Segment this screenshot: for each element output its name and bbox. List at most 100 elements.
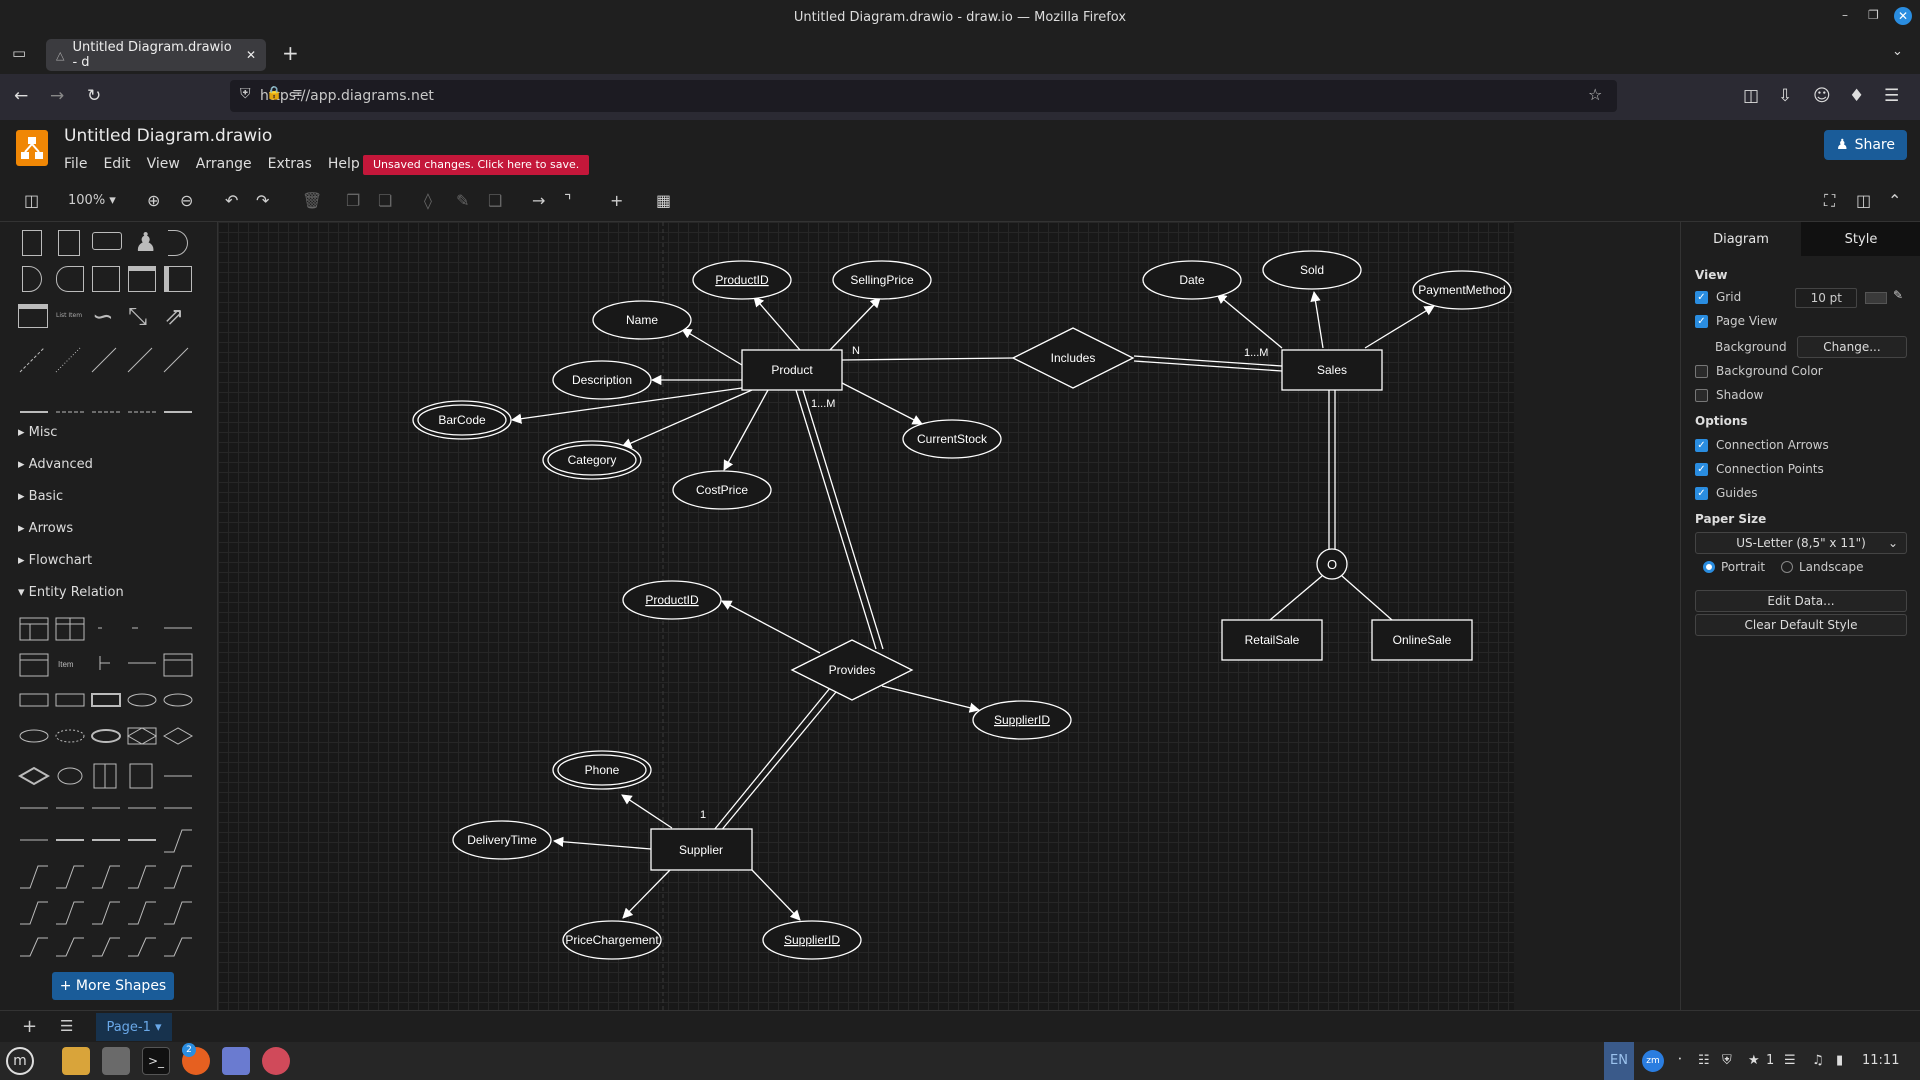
collapse-icon[interactable]: ⌃ [1888,191,1902,210]
terminal-icon[interactable]: >_ [142,1047,170,1075]
edge-supplier-phone[interactable] [621,794,673,829]
attr-date[interactable] [1142,260,1242,300]
attr-sellingprice[interactable] [832,260,932,300]
relationship-includes[interactable] [1011,327,1135,389]
hamburger-menu-icon[interactable]: ☰ [1884,86,1900,106]
shape-list[interactable] [18,304,48,328]
browser-tab[interactable]: △ Untitled Diagram.drawio - d ✕ [46,39,266,71]
edge-product-provides-b[interactable] [802,389,884,650]
downloads-icon[interactable]: ⇩ [1778,86,1793,106]
connection-arrows-checkbox[interactable]: ✓Connection Arrows [1695,438,1829,452]
grid-checkbox[interactable]: ✓Grid [1695,290,1741,304]
format-panel-icon[interactable]: ◫ [24,191,40,210]
zoom-select[interactable]: 100% ▾ [68,193,116,208]
section-advanced[interactable]: ▸ Advanced [18,457,93,472]
to-back-icon[interactable]: ❏ [378,191,393,210]
shape-swimlane[interactable] [164,266,192,292]
edge-product-category[interactable] [621,389,753,449]
attr-barcode[interactable] [412,400,512,440]
shape-page[interactable] [22,230,42,256]
attr-provides-productid[interactable] [622,580,722,620]
entity-supplier[interactable] [650,828,753,871]
edge-product-currentstock[interactable] [841,382,923,425]
close-tab-icon[interactable]: ✕ [245,48,256,62]
pencil-icon[interactable]: ✎ [1893,288,1904,302]
edge-supplier-supplierid[interactable] [751,869,801,921]
attr-pricechargement[interactable] [562,920,662,960]
menu-extras[interactable]: Extras [267,156,312,172]
entity-onlinesale[interactable] [1371,619,1473,661]
grid-size-input[interactable]: 10 pt [1795,288,1857,308]
document-title[interactable]: Untitled Diagram.drawio [64,126,273,146]
clear-default-style-button[interactable]: Clear Default Style [1695,614,1907,636]
line-color-icon[interactable]: ✎ [456,191,470,210]
extensions-icon[interactable]: ♦ [1849,86,1865,106]
edge-product-barcode[interactable] [510,387,743,424]
background-color-checkbox[interactable]: Background Color [1695,364,1823,378]
more-shapes-button[interactable]: + More Shapes [52,972,174,1000]
attr-sold[interactable] [1262,250,1362,290]
curve-icon[interactable]: ∽ [92,302,114,332]
edge-sales-date[interactable] [1216,293,1283,349]
menu-edit[interactable]: Edit [103,156,131,172]
attr-phone[interactable] [552,750,652,790]
section-basic[interactable]: ▸ Basic [18,489,64,504]
menu-view[interactable]: View [146,156,180,172]
redo-icon[interactable]: ↷ [256,191,270,210]
to-front-icon[interactable]: ❐ [346,191,361,210]
edge-product-name[interactable] [681,328,743,366]
shield-tray-icon[interactable]: ⛨ [1722,1053,1732,1068]
edge-disjoint-retailsale[interactable] [1269,575,1323,621]
attr-name[interactable] [592,300,692,340]
attr-provides-supplierid[interactable] [972,700,1072,740]
list-item-shape[interactable]: List Item [56,312,83,319]
line-shapes-grid[interactable] [14,342,194,452]
zoom-icon[interactable]: zm [1642,1050,1664,1072]
shape-square[interactable] [92,266,120,292]
volume-icon[interactable]: ♫ [1812,1053,1824,1068]
keyboard-layout-indicator[interactable]: EN [1604,1042,1634,1080]
pocket-icon[interactable]: ◫ [1743,86,1760,106]
attr-paymentmethod[interactable] [1412,270,1512,310]
section-misc[interactable]: ▸ Misc [18,425,58,440]
entity-sales[interactable] [1281,349,1383,391]
forward-icon[interactable]: → [50,86,65,106]
edge-provides-supplier-b[interactable] [719,691,837,833]
tab-list-icon[interactable]: ▭ [12,44,27,62]
shape-delay[interactable] [168,230,188,256]
delete-icon[interactable]: 🗑 [302,191,323,210]
undo-icon[interactable]: ↶ [225,191,239,210]
battery-icon[interactable]: ▮ [1836,1053,1844,1068]
attr-costprice[interactable] [672,470,772,510]
diagram-canvas[interactable]: Product Sales Supplier RetailSale Online… [218,222,1514,1010]
grid-color-swatch[interactable] [1865,292,1887,304]
shape-callout[interactable] [92,232,122,250]
waypoints-icon[interactable]: ⌝ [564,191,572,210]
er-shapes-grid[interactable]: Item [14,612,204,962]
menu-file[interactable]: File [64,156,88,172]
notification-icon[interactable]: ★ [1748,1053,1760,1068]
edge-sales-paymentmethod[interactable] [1364,305,1435,349]
menu-help[interactable]: Help [327,156,360,172]
reload-icon[interactable]: ↻ [87,86,102,106]
connection-icon[interactable]: → [532,191,546,210]
bookmark-star-icon[interactable]: ☆ [1588,85,1603,104]
clipboard-icon[interactable]: ☷ [1698,1053,1710,1068]
edge-provides-productid[interactable] [721,600,821,654]
attr-deliverytime[interactable] [452,820,552,860]
guides-checkbox[interactable]: ✓Guides [1695,486,1758,500]
shadow-icon[interactable]: ❑ [488,191,503,210]
minimize-icon[interactable]: – [1842,8,1848,22]
attr-category[interactable] [542,440,642,480]
lock-icon[interactable]: 🔒 [266,86,283,101]
text-editor-icon[interactable] [222,1047,250,1075]
files-icon[interactable] [62,1047,90,1075]
shape-container[interactable] [128,266,156,292]
fill-color-icon[interactable]: ◊ [424,191,432,210]
arrow-up-right-icon[interactable]: ⇗ [164,302,185,330]
restore-icon[interactable]: ❐ [1868,8,1879,22]
insert-icon[interactable]: + [610,191,624,210]
clock[interactable]: 11:11 [1862,1053,1900,1068]
shape-card[interactable] [58,230,80,256]
unsaved-changes-button[interactable]: Unsaved changes. Click here to save. [363,155,590,175]
